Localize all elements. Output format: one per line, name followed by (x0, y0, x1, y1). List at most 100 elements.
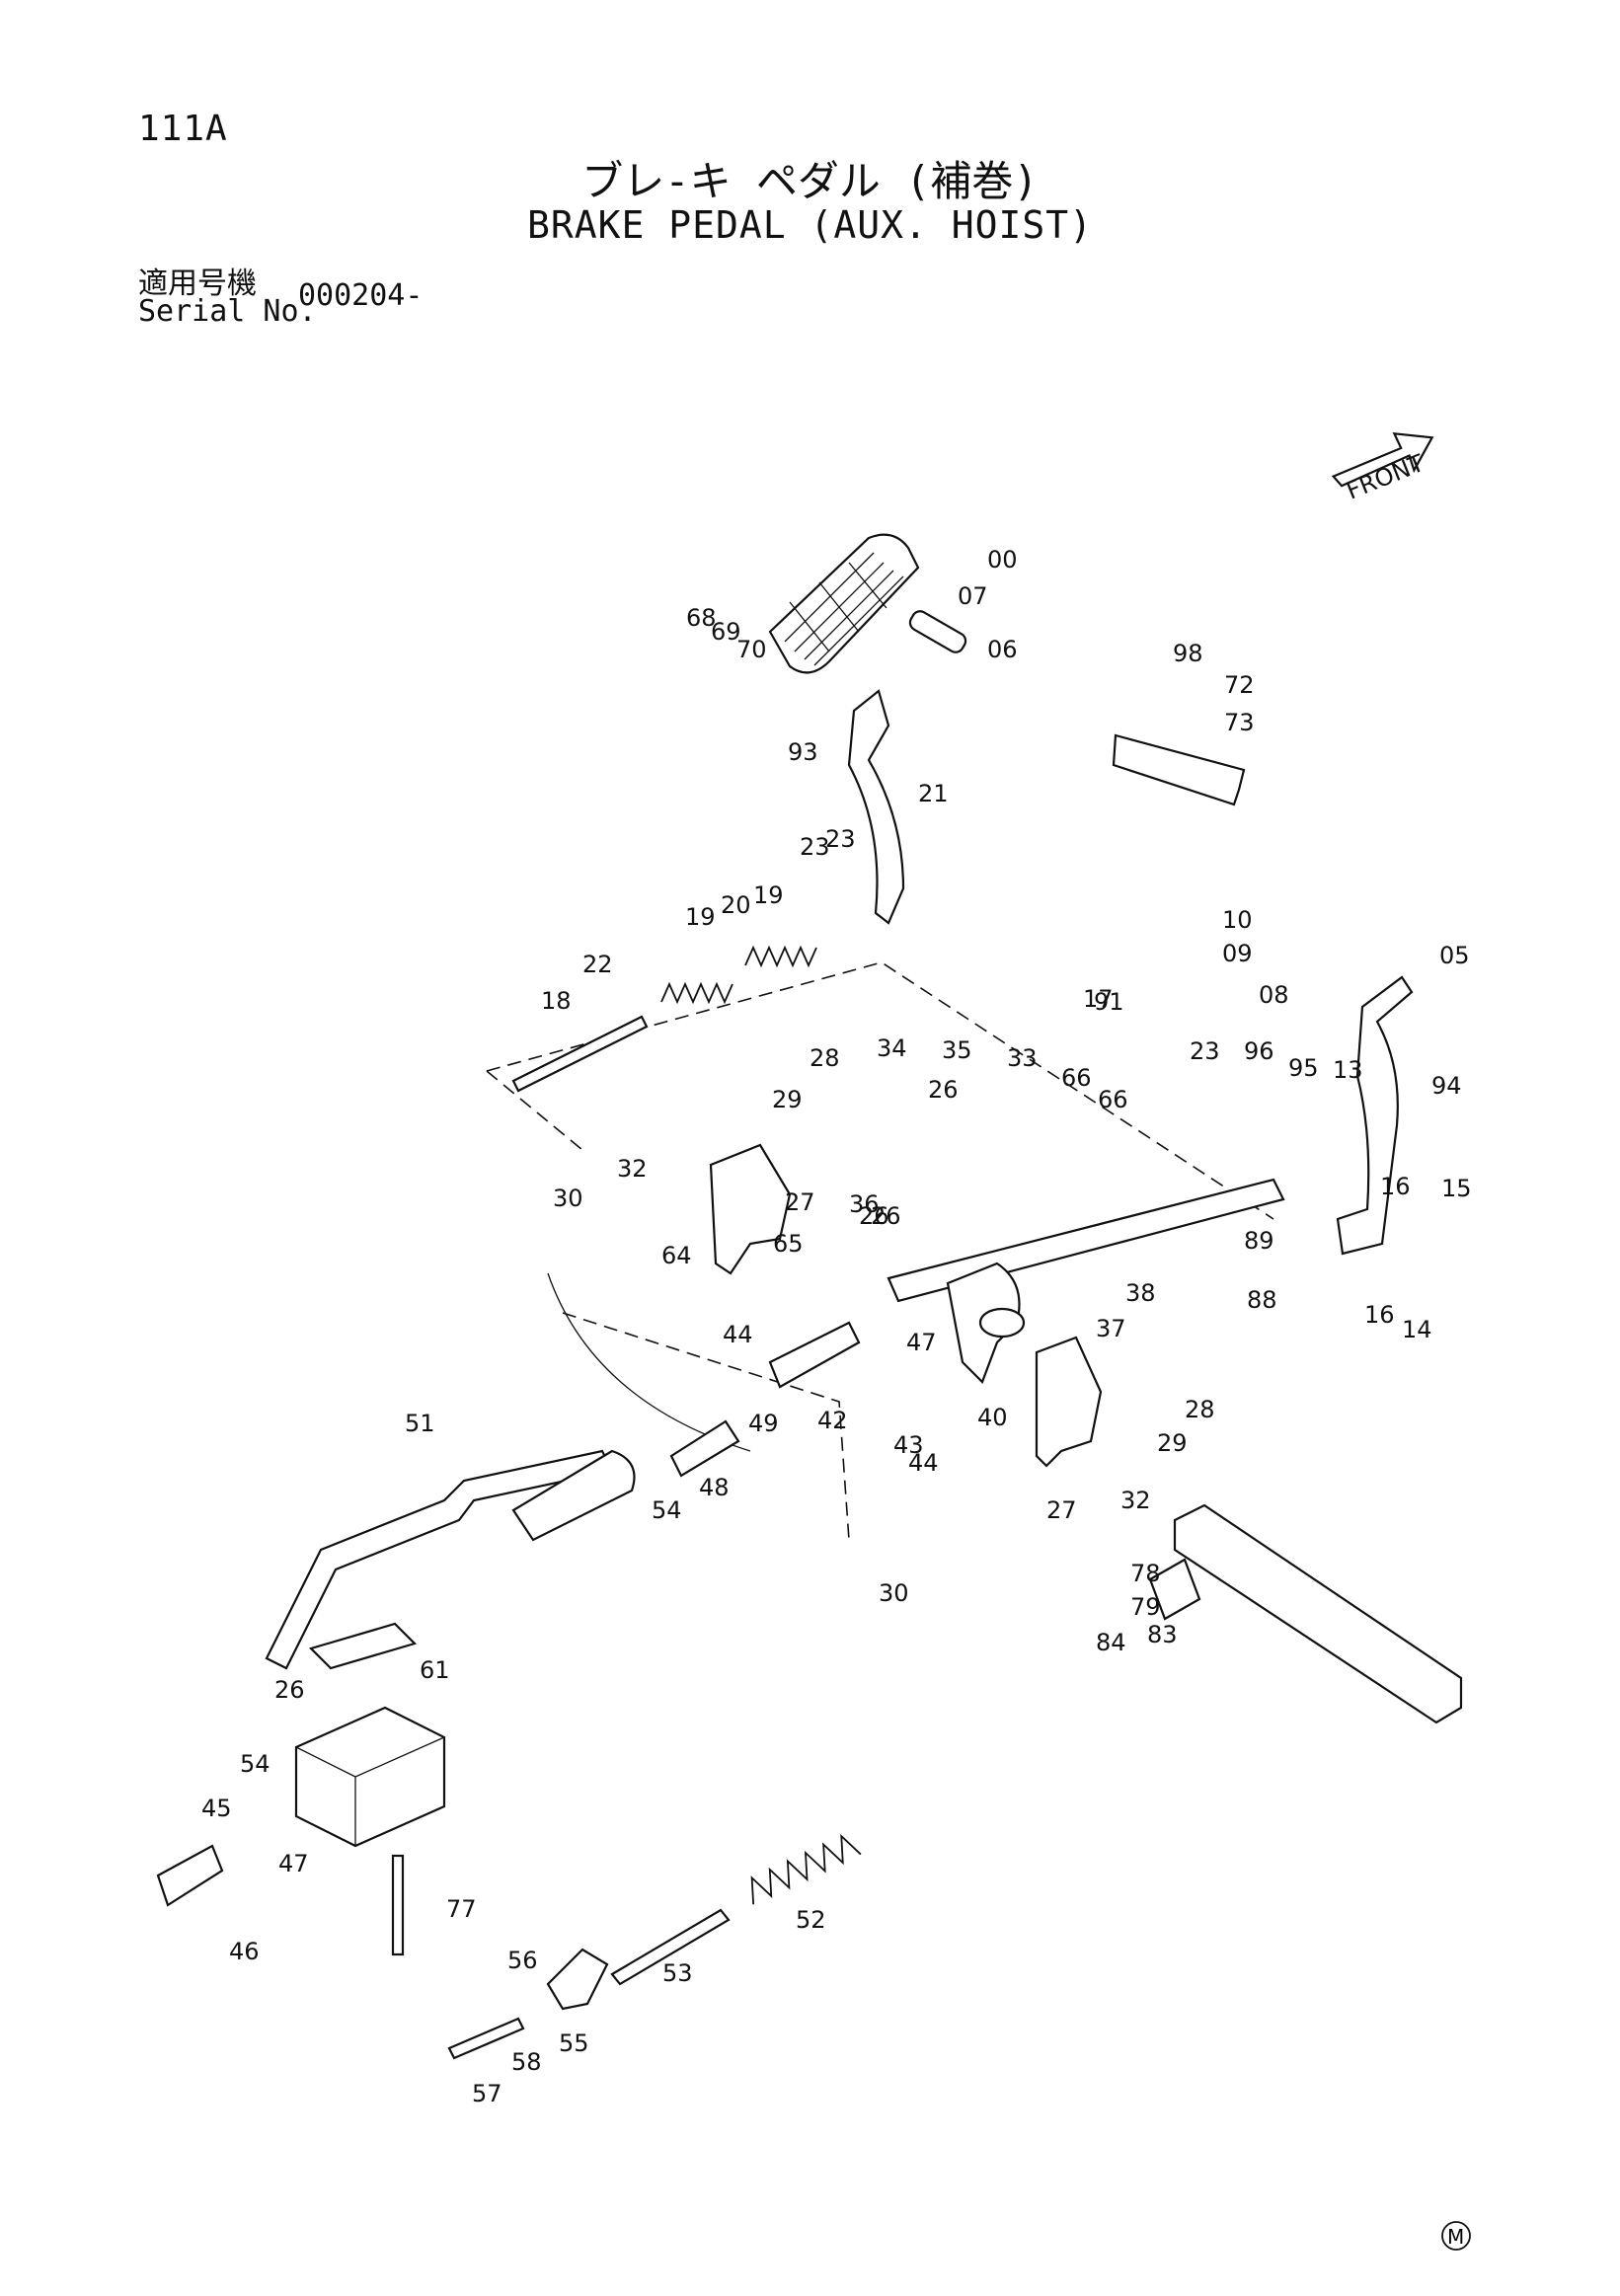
part-label-64: 64 (661, 1242, 692, 1269)
part-label-21: 21 (918, 780, 949, 807)
part-label-15: 15 (1441, 1175, 1472, 1202)
bolt-77 (391, 1854, 405, 1956)
part-label-27: 27 (785, 1188, 815, 1216)
part-label-19: 19 (753, 881, 784, 909)
lever-51-tube (511, 1449, 636, 1542)
part-label-42: 42 (817, 1407, 848, 1434)
part-label-26: 26 (871, 1202, 901, 1230)
rod-18 (511, 1015, 649, 1093)
part-label-35: 35 (942, 1036, 972, 1064)
serial-label-english: Serial No. (138, 294, 317, 329)
part-label-23: 23 (1190, 1037, 1220, 1065)
part-label-49: 49 (748, 1410, 779, 1437)
part-label-29: 29 (772, 1086, 803, 1113)
part-label-26: 26 (859, 1202, 889, 1230)
serial-label-japanese: 適用号機 (138, 267, 257, 301)
pedal-arm (847, 689, 905, 925)
part-label-94: 94 (1431, 1072, 1462, 1100)
plate-79 (308, 1622, 418, 1670)
part-label-16: 16 (1364, 1301, 1395, 1329)
part-label-54: 54 (240, 1750, 270, 1778)
part-label-48: 48 (699, 1474, 730, 1501)
block-83 (1148, 1558, 1201, 1621)
spring-19a (660, 981, 733, 1005)
part-label-84: 84 (1096, 1629, 1126, 1656)
part-label-78: 78 (1130, 1560, 1161, 1587)
valve-61 (294, 1706, 446, 1848)
part-label-83: 83 (1147, 1621, 1178, 1648)
part-label-96: 96 (1244, 1037, 1274, 1065)
part-label-58: 58 (511, 2048, 542, 2076)
part-label-43: 43 (893, 1431, 924, 1459)
bearing-block-27b (1035, 1336, 1103, 1468)
part-label-98: 98 (1173, 640, 1203, 667)
part-label-30: 30 (553, 1185, 583, 1212)
part-label-32: 32 (617, 1155, 648, 1183)
part-label-89: 89 (1244, 1227, 1274, 1255)
part-label-33: 33 (1007, 1044, 1038, 1072)
part-label-32: 32 (1120, 1487, 1151, 1514)
part-label-00: 00 (987, 546, 1018, 574)
part-label-36: 36 (849, 1190, 880, 1218)
footer-mark-letter: M (1447, 2225, 1464, 2249)
serial-number-value: 000204- (298, 278, 424, 313)
part-label-44: 44 (723, 1321, 753, 1348)
part-label-26: 26 (274, 1676, 305, 1704)
sleeve-48 (669, 1419, 740, 1478)
part-label-69: 69 (711, 618, 741, 646)
part-label-57: 57 (472, 2080, 502, 2107)
lever-40-boss (978, 1307, 1026, 1339)
beam (1173, 1503, 1463, 1724)
part-label-53: 53 (662, 1959, 693, 1987)
part-label-06: 06 (987, 636, 1018, 663)
plate-55 (546, 1948, 609, 2011)
part-label-88: 88 (1247, 1286, 1277, 1314)
part-label-23: 23 (825, 825, 856, 853)
spring-52 (750, 1833, 862, 1905)
part-label-22: 22 (582, 951, 613, 978)
part-label-91: 91 (1094, 988, 1124, 1016)
part-label-18: 18 (541, 987, 572, 1015)
part-label-38: 38 (1125, 1279, 1156, 1307)
title-english: BRAKE PEDAL (AUX. HOIST) (526, 203, 1094, 247)
front-arrow-icon: FRONT (1331, 432, 1434, 505)
part-label-28: 28 (810, 1044, 840, 1072)
part-label-77: 77 (446, 1895, 477, 1923)
part-label-05: 05 (1439, 942, 1470, 969)
pedal-pad (768, 533, 920, 674)
clevis-42 (768, 1321, 861, 1389)
spring-19b (744, 945, 817, 968)
part-label-23: 23 (800, 833, 830, 861)
block-45 (156, 1844, 224, 1907)
part-label-26: 26 (928, 1076, 959, 1104)
part-label-95: 95 (1288, 1054, 1319, 1082)
page-code: 111A (138, 109, 228, 149)
part-label-13: 13 (1333, 1056, 1363, 1084)
part-label-28: 28 (1185, 1396, 1215, 1423)
part-label-93: 93 (788, 738, 818, 766)
part-label-08: 08 (1259, 981, 1289, 1009)
part-label-70: 70 (736, 636, 767, 663)
bolt-57 (447, 2017, 525, 2060)
part-label-44: 44 (908, 1449, 939, 1477)
footer-mark: M (1441, 2221, 1471, 2251)
part-label-47: 47 (278, 1850, 309, 1877)
part-label-10: 10 (1222, 906, 1253, 934)
pin-06 (908, 610, 967, 653)
part-label-09: 09 (1222, 940, 1253, 967)
title-japanese: ブレ-キ ペダル (補巻) (581, 157, 1039, 205)
part-label-17: 17 (1083, 985, 1114, 1013)
bracket-94 (1336, 975, 1414, 1256)
part-label-29: 29 (1157, 1429, 1188, 1457)
part-label-47: 47 (906, 1329, 937, 1356)
part-label-30: 30 (879, 1579, 909, 1607)
part-label-54: 54 (652, 1496, 682, 1524)
part-label-65: 65 (773, 1230, 804, 1258)
part-label-73: 73 (1224, 709, 1255, 736)
part-label-72: 72 (1224, 671, 1255, 699)
part-label-45: 45 (201, 1795, 232, 1822)
part-label-20: 20 (721, 891, 751, 919)
part-label-66: 66 (1098, 1086, 1128, 1113)
